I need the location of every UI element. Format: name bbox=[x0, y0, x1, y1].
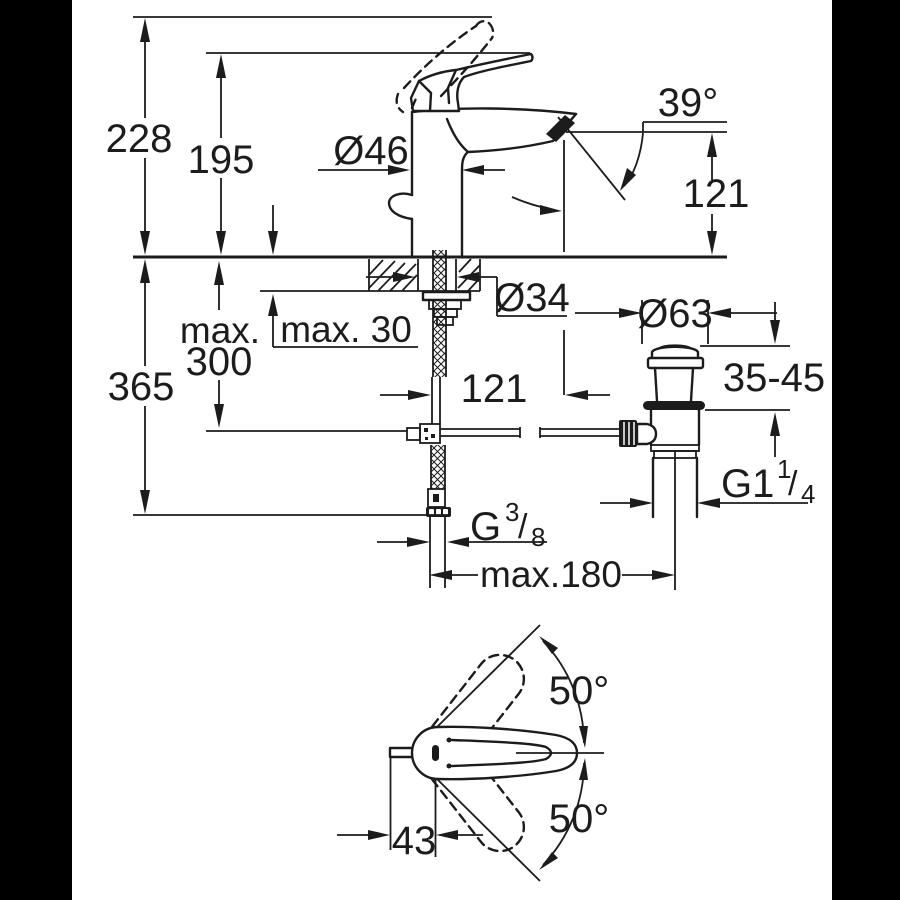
dim-50up-label: 50° bbox=[549, 669, 610, 713]
popup-waste-assembly bbox=[539, 344, 705, 590]
dim-max30-label: max. 30 bbox=[280, 309, 412, 350]
dim-3545-label: 35-45 bbox=[723, 356, 825, 400]
dimension-121-height: 121 bbox=[683, 133, 750, 255]
popup-rod-right bbox=[539, 427, 619, 438]
dim-g114-sup: 1 bbox=[777, 454, 791, 484]
dimension-max300: max. 300 bbox=[180, 261, 407, 432]
deck-hatching bbox=[368, 258, 481, 292]
mounting-washer bbox=[421, 290, 472, 302]
dimension-g114: G1 1 / 4 bbox=[600, 454, 815, 509]
popup-rod-left bbox=[440, 427, 521, 438]
dimension-angle39: 39° bbox=[511, 81, 727, 215]
dimension-195: 195 bbox=[188, 52, 530, 255]
dim-g38-sub: 8 bbox=[531, 522, 545, 552]
dimension-365: 365 bbox=[108, 259, 450, 516]
dim-max-label: max. bbox=[180, 310, 260, 351]
dim-195-label: 195 bbox=[188, 138, 255, 182]
dim-228-label: 228 bbox=[106, 117, 173, 161]
dim-g38-slash: / bbox=[518, 508, 528, 546]
dim-43-label: 43 bbox=[392, 819, 437, 863]
dimension-228: 228 bbox=[106, 16, 492, 255]
dim-angle39-label: 39° bbox=[658, 81, 719, 125]
dim-121-height-label: 121 bbox=[683, 172, 750, 216]
dim-dia46-label: Ø46 bbox=[333, 129, 409, 173]
dim-g114-main: G1 bbox=[721, 462, 774, 506]
aerator-outlet bbox=[546, 115, 575, 142]
handle-slot bbox=[432, 745, 439, 761]
flow-direction-arrow bbox=[540, 205, 562, 215]
dim-300-label: 300 bbox=[186, 340, 253, 384]
dimension-121-reach: 121 bbox=[380, 140, 610, 411]
letterbox-right bbox=[832, 0, 900, 900]
waste-cap bbox=[650, 345, 700, 360]
dim-g114-slash: / bbox=[788, 465, 798, 503]
handle-top-view: 50° 50° 43 bbox=[337, 624, 610, 882]
faucet-side-view bbox=[387, 19, 578, 258]
dimension-3545: 35-45 bbox=[700, 302, 825, 457]
dim-g38-sup: 3 bbox=[505, 497, 519, 527]
dimension-43: 43 bbox=[337, 757, 483, 863]
dimension-dia46: Ø46 bbox=[318, 129, 505, 175]
dimension-dia34: Ø34 bbox=[366, 272, 570, 320]
counter-deck-section bbox=[133, 255, 727, 292]
dimension-max30: max. 30 bbox=[268, 205, 418, 350]
dim-dia34-label: Ø34 bbox=[494, 276, 570, 320]
dim-50down-label: 50° bbox=[549, 797, 610, 841]
dim-365-label: 365 bbox=[108, 365, 175, 409]
handle-stub bbox=[388, 746, 414, 759]
dim-g38-main: G bbox=[470, 505, 501, 549]
dimension-dia63: Ø63 bbox=[575, 292, 777, 344]
popup-rod-clamp bbox=[406, 427, 421, 441]
dim-max180-label: max.180 bbox=[480, 554, 622, 595]
dimension-max180: max.180 bbox=[429, 554, 675, 595]
waste-tailpipe bbox=[651, 456, 699, 519]
dimension-g38: G 3 / 8 bbox=[377, 497, 547, 552]
dim-g114-sub: 4 bbox=[801, 479, 815, 509]
letterbox-left bbox=[0, 0, 72, 900]
dim-dia63-label: Ø63 bbox=[637, 292, 713, 336]
waste-o-ring bbox=[643, 401, 705, 410]
side-outlet-hook bbox=[387, 192, 414, 221]
dim-121-reach-label: 121 bbox=[461, 367, 528, 411]
